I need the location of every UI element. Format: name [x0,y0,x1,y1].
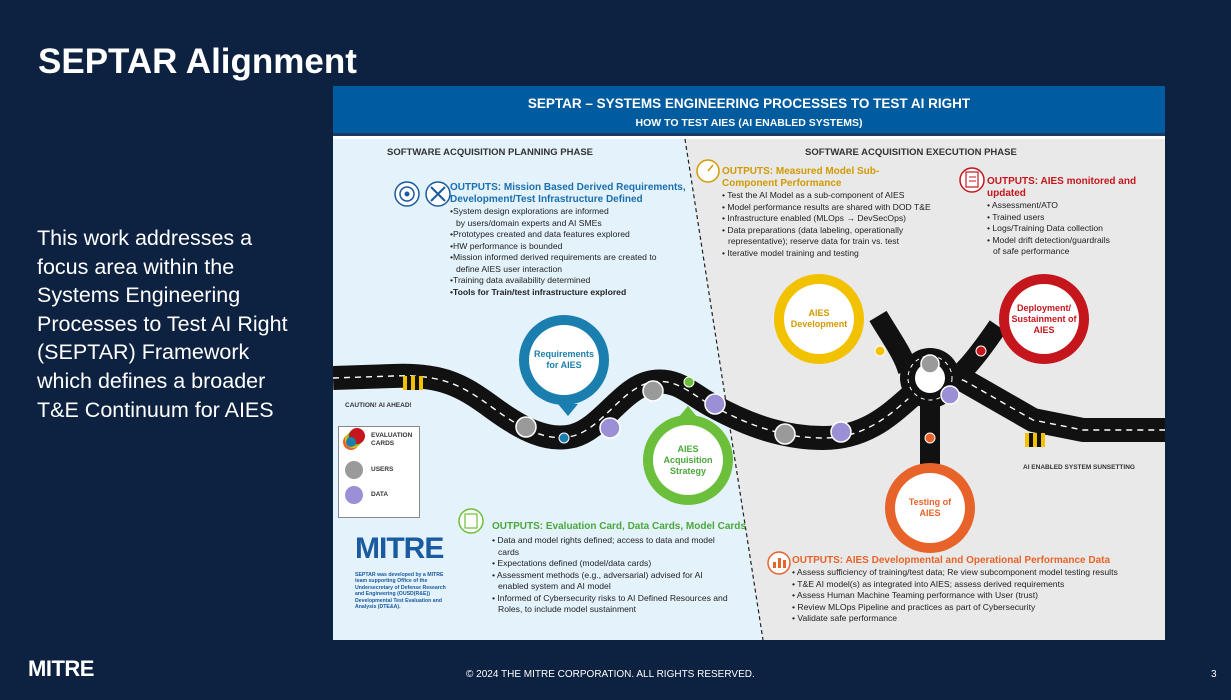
bullet: • Trained users [987,211,1045,222]
footer-logo: MITRE [28,656,94,681]
bullet: • Iterative model training and testing [722,247,859,258]
bullet: • Assessment methods (e.g., adversarial)… [492,569,703,580]
bullet: define AIES user interaction [456,263,563,274]
road-markers [515,345,987,445]
bullet: • Logs/Training Data collection [987,223,1103,233]
users-icon [345,461,363,479]
bullet: • Data preparations (data labeling, oper… [722,224,904,235]
bullet: enabled system and AI model [498,581,611,591]
bullet: • Expectations defined (model/data cards… [492,558,652,568]
testing-circle [885,463,975,553]
phase-planning-label: SOFTWARE ACQUISITION PLANNING PHASE [387,147,594,158]
caution-barrier [403,376,423,390]
outputs-deployment-title: OUTPUTS: AIES monitored and updated [987,176,1137,199]
bullet: • T&E AI model(s) as integrated into AIE… [792,578,1065,589]
bullet: • Infrastructure enabled (MLOps → DevSec… [722,213,907,223]
bullet: • Assess Human Machine Teaming performan… [792,590,1038,600]
testing-circle-label: Testing of AIES [908,497,952,518]
slide-description: This work addresses a focus area within … [37,226,288,422]
outputs-deployment-bullets: • Assessment/ATO • Trained users • Logs/… [987,200,1162,258]
bullet: •Prototypes created and data features ex… [450,229,630,239]
legend-data: DATA [371,491,389,498]
tools-icon [425,181,451,207]
bullet: •HW performance is bounded [450,240,563,251]
acquisition-circle-label: AIES Acquisition Strategy [663,443,713,476]
sunsetting-label: AI ENABLED SYSTEM SUNSETTING [1023,464,1135,471]
outputs-testing: OUTPUTS: AIES Developmental and Operatio… [792,555,1162,625]
bullet: of safe performance [993,246,1070,256]
bar-chart-icon [767,551,791,575]
bullet: • Assess sufficiency of training/test da… [792,567,1118,577]
diagram-background [333,138,1165,640]
bullet: • Model drift detection/guardrails [987,234,1110,245]
development-circle [774,274,864,364]
septar-diagram: SEPTAR – SYSTEMS ENGINEERING PROCESSES T… [333,86,1165,640]
bullet: • Validate safe performance [792,613,898,623]
bullet: Roles, to include model sustainment [498,604,637,614]
outputs-acquisition-title: OUTPUTS: Evaluation Card, Data Cards, Mo… [492,521,746,532]
outputs-acquisition: OUTPUTS: Evaluation Card, Data Cards, Mo… [492,521,764,616]
outputs-requirements: OUTPUTS: Mission Based Derived Requireme… [450,182,690,298]
outputs-testing-bullets: • Assess sufficiency of training/test da… [792,567,1162,625]
bullet: • Informed of Cybersecurity risks to AI … [492,592,728,603]
legend-icons [343,428,365,504]
outputs-development: OUTPUTS: Measured Model Sub-Component Pe… [722,166,962,259]
phase-execution-label: SOFTWARE ACQUISITION EXECUTION PHASE [805,147,1017,158]
bullet: by users/domain experts and AI SMEs [456,217,602,228]
gauge-icon [696,159,720,183]
slide-title: SEPTAR Alignment [38,42,357,81]
evaluation-cards-icon [343,428,365,450]
outputs-testing-title: OUTPUTS: AIES Developmental and Operatio… [792,555,1111,566]
bullet: •Tools for Train/test infrastructure exp… [450,286,627,297]
requirements-circle-label: Requirements for AIES [533,349,595,370]
copyright: © 2024 THE MITRE CORPORATION. ALL RIGHTS… [466,669,755,680]
mitre-note: SEPTAR was developed by a MITRE team sup… [355,572,446,611]
bullet: • Test the AI Model as a sub-component o… [722,190,905,200]
diagram-banner: SEPTAR – SYSTEMS ENGINEERING PROCESSES T… [333,86,1165,136]
legend-evaluation-cards: EVALUATION CARDS [371,432,413,447]
banner-title: SEPTAR – SYSTEMS ENGINEERING PROCESSES T… [527,96,971,111]
bullet: • Review MLOps Pipeline and practices as… [792,601,1036,612]
outputs-requirements-bullets: •System design explorations are informed… [450,206,690,298]
bullet: •Mission informed derived requirements a… [450,252,657,262]
outputs-requirements-title: OUTPUTS: Mission Based Derived Requireme… [450,182,686,205]
deployment-circle [999,274,1089,364]
legend-users: USERS [371,466,394,473]
phase-divider [684,138,764,640]
caution-label: CAUTION! AI AHEAD! [345,402,412,409]
deployment-circle-label: Deployment/ Sustainment of AIES [1011,302,1077,335]
requirements-circle [519,315,609,416]
bullet: cards [498,546,520,557]
target-icon [394,181,420,207]
banner-subtitle: HOW TO TEST AIES (AI ENABLED SYSTEMS) [635,117,863,129]
legend: EVALUATION CARDS USERS DATA [338,426,420,518]
roundabout-center [915,363,945,393]
data-icon [345,486,363,504]
mitre-logo: MITRE [355,532,444,565]
sunset-barrier [1025,433,1045,447]
outputs-deployment: OUTPUTS: AIES monitored and updated • As… [987,176,1162,258]
bullet: • Assessment/ATO [987,200,1058,210]
bullet: • Model performance results are shared w… [722,201,931,212]
bullet: representative); reserve data for train … [728,236,899,246]
outputs-acquisition-bullets: • Data and model rights defined; access … [492,535,764,616]
checklist-icon [959,167,985,193]
page-number: 3 [1211,669,1217,680]
bullet: •System design explorations are informed [450,206,609,216]
outputs-development-title: OUTPUTS: Measured Model Sub-Component Pe… [722,166,880,189]
bullet: • Data and model rights defined; access … [492,535,715,545]
bullet: •Training data availability determined [450,275,591,285]
acquisition-circle [643,406,733,505]
cards-icon [458,508,484,534]
outputs-development-bullets: • Test the AI Model as a sub-component o… [722,190,962,259]
development-circle-label: AIES Development [790,308,848,329]
